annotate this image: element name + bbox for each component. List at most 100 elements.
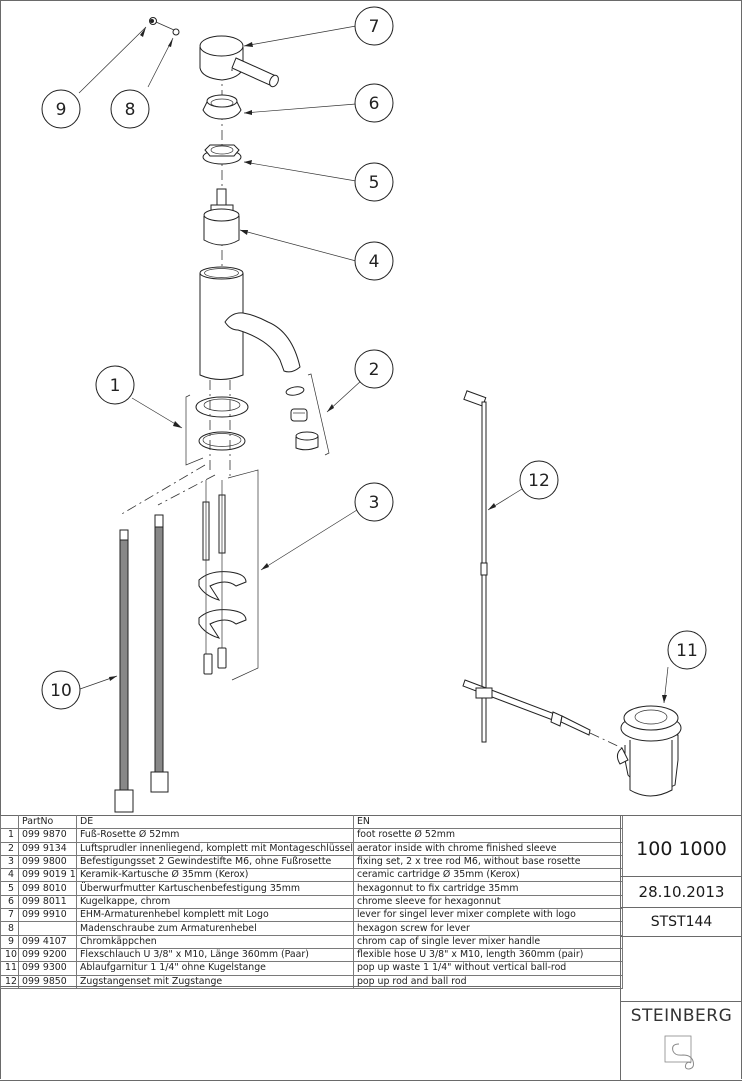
steinberg-s-logo-icon bbox=[664, 1035, 694, 1070]
row-description-en: aerator inside with chrome finished slee… bbox=[352, 841, 623, 856]
svg-text:12: 12 bbox=[528, 471, 550, 491]
svg-text:2: 2 bbox=[369, 360, 380, 380]
row-description-en: hexagonnut to fix cartridge 35mm bbox=[352, 881, 623, 896]
header-no bbox=[0, 814, 19, 830]
svg-text:11: 11 bbox=[676, 641, 698, 661]
row-number: 9 bbox=[0, 934, 19, 949]
balloon-10[interactable]: 10 bbox=[41, 670, 81, 710]
part-4-ceramic-cartridge bbox=[203, 188, 240, 246]
svg-text:4: 4 bbox=[369, 252, 380, 272]
row-description-de: Luftsprudler innenliegend, komplett mit … bbox=[76, 841, 354, 856]
row-description-de: Fuß-Rosette Ø 52mm bbox=[76, 828, 354, 843]
balloon-11[interactable]: 11 bbox=[667, 630, 707, 670]
row-description-en: fixing set, 2 x tree rod M6, without bas… bbox=[352, 854, 623, 870]
row-description-en: pop up rod and ball rod bbox=[352, 974, 623, 989]
part-12-pop-up-rod bbox=[462, 390, 623, 749]
row-part-no bbox=[18, 921, 77, 936]
drawing-code: STST144 bbox=[621, 908, 742, 937]
svg-text:5: 5 bbox=[369, 173, 380, 193]
row-number: 7 bbox=[0, 908, 19, 923]
row-part-no: 099 9300 bbox=[18, 961, 77, 976]
balloon-9[interactable]: 9 bbox=[41, 89, 81, 129]
svg-text:8: 8 bbox=[125, 100, 136, 120]
svg-text:6: 6 bbox=[369, 94, 380, 114]
row-description-de: Keramik-Kartusche Ø 35mm (Kerox) bbox=[76, 868, 354, 883]
header-part-no: PartNo bbox=[18, 814, 77, 830]
header-de: DE bbox=[76, 814, 354, 830]
row-part-no: 099 8011 bbox=[18, 894, 77, 910]
svg-text:7: 7 bbox=[369, 17, 380, 37]
row-number: 1 bbox=[0, 828, 19, 843]
part-8-hexagon-screw bbox=[172, 28, 180, 36]
row-description-de: Befestigungsset 2 Gewindestifte M6, ohne… bbox=[76, 854, 354, 870]
row-part-no: 099 9200 bbox=[18, 947, 77, 963]
svg-text:9: 9 bbox=[56, 100, 67, 120]
part-11-pop-up-waste bbox=[616, 705, 682, 797]
svg-text:3: 3 bbox=[369, 493, 380, 513]
row-description-en: lever for singel lever mixer complete wi… bbox=[352, 908, 623, 923]
row-description-de: Überwurfmutter Kartuschenbefestigung 35m… bbox=[76, 881, 354, 896]
row-part-no: 099 8010 bbox=[18, 881, 77, 896]
row-number: 2 bbox=[0, 841, 19, 856]
row-description-de: Ablaufgarnitur 1 1/4" ohne Kugelstange bbox=[76, 961, 354, 976]
balloon-7[interactable]: 7 bbox=[354, 6, 394, 46]
article-number: 100 1000 bbox=[621, 816, 742, 877]
row-description-en: chrom cap of single lever mixer handle bbox=[352, 934, 623, 949]
row-number: 8 bbox=[0, 921, 19, 936]
row-number: 4 bbox=[0, 868, 19, 883]
part-3-fixing-set bbox=[198, 469, 259, 681]
title-block: 100 1000 28.10.2013 STST144 STEINBERG bbox=[620, 815, 742, 1081]
row-description-en: flexible hose Ü 3/8" x M10, length 360mm… bbox=[352, 947, 623, 963]
row-description-de: Chromkäppchen bbox=[76, 934, 354, 949]
row-description-de: Zugstangenset mit Zugstange bbox=[76, 974, 354, 989]
balloon-6[interactable]: 6 bbox=[354, 83, 394, 123]
part-10-flexible-hose-pair bbox=[114, 514, 169, 813]
drawing-date: 28.10.2013 bbox=[621, 877, 742, 908]
balloon-leaders bbox=[78, 25, 669, 704]
row-description-en: ceramic cartridge Ø 35mm (Kerox) bbox=[352, 868, 623, 883]
balloon-8[interactable]: 8 bbox=[110, 89, 150, 129]
row-number: 6 bbox=[0, 894, 19, 910]
balloon-2[interactable]: 2 bbox=[354, 349, 394, 389]
row-description-en: foot rosette Ø 52mm bbox=[352, 828, 623, 843]
balloon-3[interactable]: 3 bbox=[354, 482, 394, 522]
part-2-aerator bbox=[285, 373, 330, 456]
row-part-no: 099 4107 bbox=[18, 934, 77, 949]
row-part-no: 099 9800 bbox=[18, 854, 77, 870]
row-number: 11 bbox=[0, 961, 19, 976]
row-part-no: 099 9019 1 bbox=[18, 868, 77, 883]
row-description-de: EHM-Armaturenhebel komplett mit Logo bbox=[76, 908, 354, 923]
svg-text:10: 10 bbox=[50, 681, 72, 701]
row-description-en: hexagon screw for lever bbox=[352, 921, 623, 936]
row-number: 3 bbox=[0, 854, 19, 870]
balloon-1[interactable]: 1 bbox=[95, 365, 135, 405]
row-description-de: Madenschraube zum Armaturenhebel bbox=[76, 921, 354, 936]
part-1-foot-rosette bbox=[185, 394, 249, 466]
part-6-chrome-sleeve bbox=[202, 94, 242, 120]
row-description-de: Kugelkappe, chrom bbox=[76, 894, 354, 910]
row-part-no: 099 9850 bbox=[18, 974, 77, 989]
row-number: 10 bbox=[0, 947, 19, 963]
part-9-chrome-cap bbox=[149, 17, 175, 31]
balloon-4[interactable]: 4 bbox=[354, 241, 394, 281]
balloon-5[interactable]: 5 bbox=[354, 162, 394, 202]
part-5-hexagon-nut bbox=[202, 144, 242, 165]
header-en: EN bbox=[352, 814, 623, 830]
title-block-spacer bbox=[621, 937, 742, 1002]
row-description-en: pop up waste 1 1/4" without vertical bal… bbox=[352, 961, 623, 976]
row-description-en: chrome sleeve for hexagonnut bbox=[352, 894, 623, 910]
row-part-no: 099 9870 bbox=[18, 828, 77, 843]
balloon-12[interactable]: 12 bbox=[519, 460, 559, 500]
